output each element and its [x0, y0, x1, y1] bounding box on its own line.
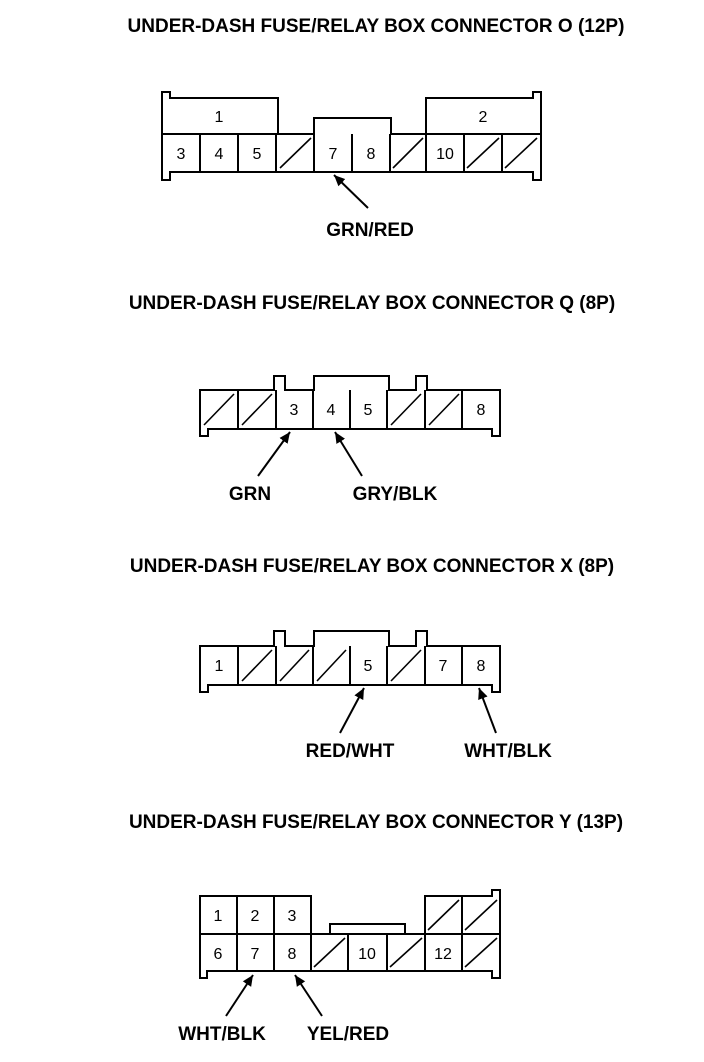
- connector-x-arrow-red-wht: [339, 687, 365, 734]
- connector-o-housing: [161, 91, 542, 181]
- connector-y-title: UNDER-DASH FUSE/RELAY BOX CONNECTOR Y (1…: [129, 812, 623, 833]
- connector-q-housing: [199, 375, 501, 437]
- connector-o-pin-1: 1: [215, 109, 224, 126]
- connector-y: UNDER-DASH FUSE/RELAY BOX CONNECTOR Y (1…: [129, 812, 623, 1045]
- connector-o-pin-7: 7: [329, 146, 338, 163]
- connector-q-arrow-grn: [257, 431, 291, 477]
- connector-y-housing: [199, 889, 501, 979]
- connector-x-blank-cavities: [241, 649, 422, 682]
- connector-o-pin-2: 2: [479, 109, 488, 126]
- connector-x-pin-8: 8: [477, 658, 486, 675]
- connector-o-wire-grn-red: GRN/RED: [326, 220, 414, 241]
- connector-x-pin-1: 1: [215, 658, 224, 675]
- connector-y-pin-10: 10: [358, 946, 376, 963]
- connector-o-pin-10: 10: [436, 146, 454, 163]
- connector-y-wire-yel-red: YEL/RED: [307, 1024, 389, 1045]
- connector-o-arrow-grn-red: [333, 174, 369, 209]
- connector-x-arrow-wht-blk: [478, 687, 497, 734]
- connector-q-pin-5: 5: [364, 402, 373, 419]
- connector-y-pin-8: 8: [288, 946, 297, 963]
- connector-x-title: UNDER-DASH FUSE/RELAY BOX CONNECTOR X (8…: [130, 556, 614, 577]
- connector-o-pin-3: 3: [177, 146, 186, 163]
- connector-y-pin-2: 2: [251, 908, 260, 925]
- connector-y-pin-3: 3: [288, 908, 297, 925]
- connector-o-title: UNDER-DASH FUSE/RELAY BOX CONNECTOR O (1…: [128, 16, 625, 37]
- connector-q-pin-3: 3: [290, 402, 299, 419]
- connector-q-arrow-gry-blk: [334, 431, 363, 477]
- connector-q-wire-gry-blk: GRY/BLK: [353, 484, 438, 505]
- connector-q: UNDER-DASH FUSE/RELAY BOX CONNECTOR Q (8…: [129, 293, 615, 505]
- connector-x-wire-wht-blk: WHT/BLK: [464, 741, 552, 762]
- connector-o-pin-8: 8: [367, 146, 376, 163]
- connector-q-blank-cavities: [203, 393, 460, 426]
- connector-y-arrow-wht-blk: [225, 974, 254, 1017]
- connector-o-pin-4: 4: [215, 146, 224, 163]
- connector-o: UNDER-DASH FUSE/RELAY BOX CONNECTOR O (1…: [128, 16, 625, 241]
- connector-x-pin-7: 7: [439, 658, 448, 675]
- connector-y-pin-12: 12: [434, 946, 452, 963]
- connector-x-housing: [199, 630, 501, 693]
- connector-y-wire-wht-blk: WHT/BLK: [178, 1024, 266, 1045]
- connector-q-wire-grn: GRN: [229, 484, 271, 505]
- connector-q-pin-8: 8: [477, 402, 486, 419]
- connector-o-pin-5: 5: [253, 146, 262, 163]
- connector-x-pin-5: 5: [364, 658, 373, 675]
- connector-y-pin-1: 1: [214, 908, 223, 925]
- connector-y-arrow-yel-red: [294, 974, 323, 1017]
- connector-x-wire-red-wht: RED/WHT: [306, 741, 395, 762]
- connector-q-pin-4: 4: [327, 402, 336, 419]
- connector-o-blank-cavities: [279, 137, 538, 169]
- connector-y-pin-6: 6: [214, 946, 223, 963]
- connector-q-title: UNDER-DASH FUSE/RELAY BOX CONNECTOR Q (8…: [129, 293, 615, 314]
- connector-y-blank-cavities: [313, 899, 498, 968]
- connector-x: UNDER-DASH FUSE/RELAY BOX CONNECTOR X (8…: [130, 556, 614, 762]
- connector-y-pin-7: 7: [251, 946, 260, 963]
